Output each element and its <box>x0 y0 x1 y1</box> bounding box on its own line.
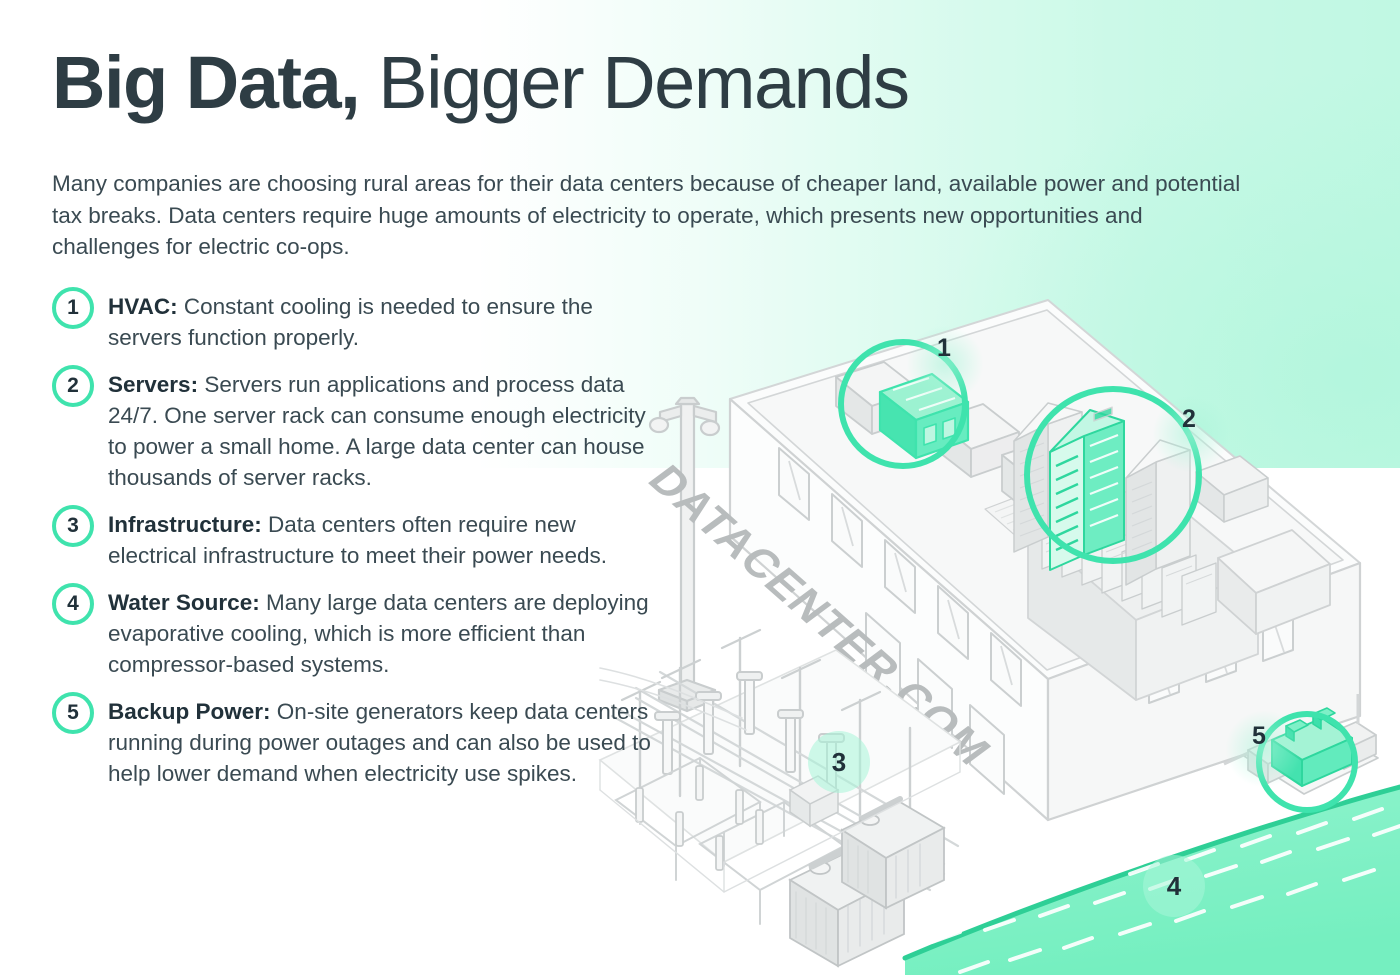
title-light: Bigger Demands <box>359 41 910 124</box>
list-item: 3 Infrastructure: Data centers often req… <box>52 505 652 571</box>
list-lead-1: HVAC: <box>108 294 178 319</box>
callout-number-5: 5 <box>1252 722 1266 750</box>
list-item: 2 Servers: Servers run applications and … <box>52 365 652 493</box>
building-sign-text: DATACENTER.COM <box>638 458 1002 774</box>
list-body-4: Many large data centers are deploying ev… <box>108 590 649 677</box>
list-body-3: Data centers often require new electrica… <box>108 512 607 568</box>
list-item: 1 HVAC: Constant cooling is needed to en… <box>52 287 652 353</box>
list-lead-3: Infrastructure: <box>108 512 262 537</box>
callout-number-3: 3 <box>808 731 870 793</box>
electrical-substation <box>598 628 962 968</box>
list-lead-4: Water Source: <box>108 590 260 615</box>
server-rack-array <box>1041 506 1217 626</box>
numbered-list: 1 HVAC: Constant cooling is needed to en… <box>52 287 652 802</box>
list-badge-2: 2 <box>52 365 94 407</box>
list-item: 4 Water Source: Many large data centers … <box>52 583 652 680</box>
list-badge-4: 4 <box>52 583 94 625</box>
list-lead-2: Servers: <box>108 372 199 397</box>
list-badge-1: 1 <box>52 287 94 329</box>
callout-number-4: 4 <box>1143 855 1205 917</box>
server-rack-highlighted <box>1049 406 1125 571</box>
title-bold: Big Data, <box>52 41 361 124</box>
list-text-2: Servers: Servers run applications and pr… <box>108 366 652 493</box>
list-body-1: Constant cooling is needed to ensure the… <box>108 294 593 350</box>
utility-pole <box>648 396 721 713</box>
intro-paragraph: Many companies are choosing rural areas … <box>52 171 1241 259</box>
list-text-3: Infrastructure: Data centers often requi… <box>108 506 652 571</box>
list-lead-5: Backup Power: <box>108 699 271 724</box>
callout-number-2: 2 <box>1182 405 1196 433</box>
list-text-4: Water Source: Many large data centers ar… <box>108 584 652 680</box>
page-title: Big Data, Bigger Demands <box>52 46 910 120</box>
callout-number-1: 1 <box>937 334 951 362</box>
floor-vents <box>984 491 1063 539</box>
list-badge-3: 3 <box>52 505 94 547</box>
list-badge-5: 5 <box>52 692 94 734</box>
list-text-5: Backup Power: On-site generators keep da… <box>108 693 652 789</box>
list-body-5: On-site generators keep data centers run… <box>108 699 651 786</box>
list-text-1: HVAC: Constant cooling is needed to ensu… <box>108 288 652 353</box>
list-item: 5 Backup Power: On-site generators keep … <box>52 692 652 789</box>
